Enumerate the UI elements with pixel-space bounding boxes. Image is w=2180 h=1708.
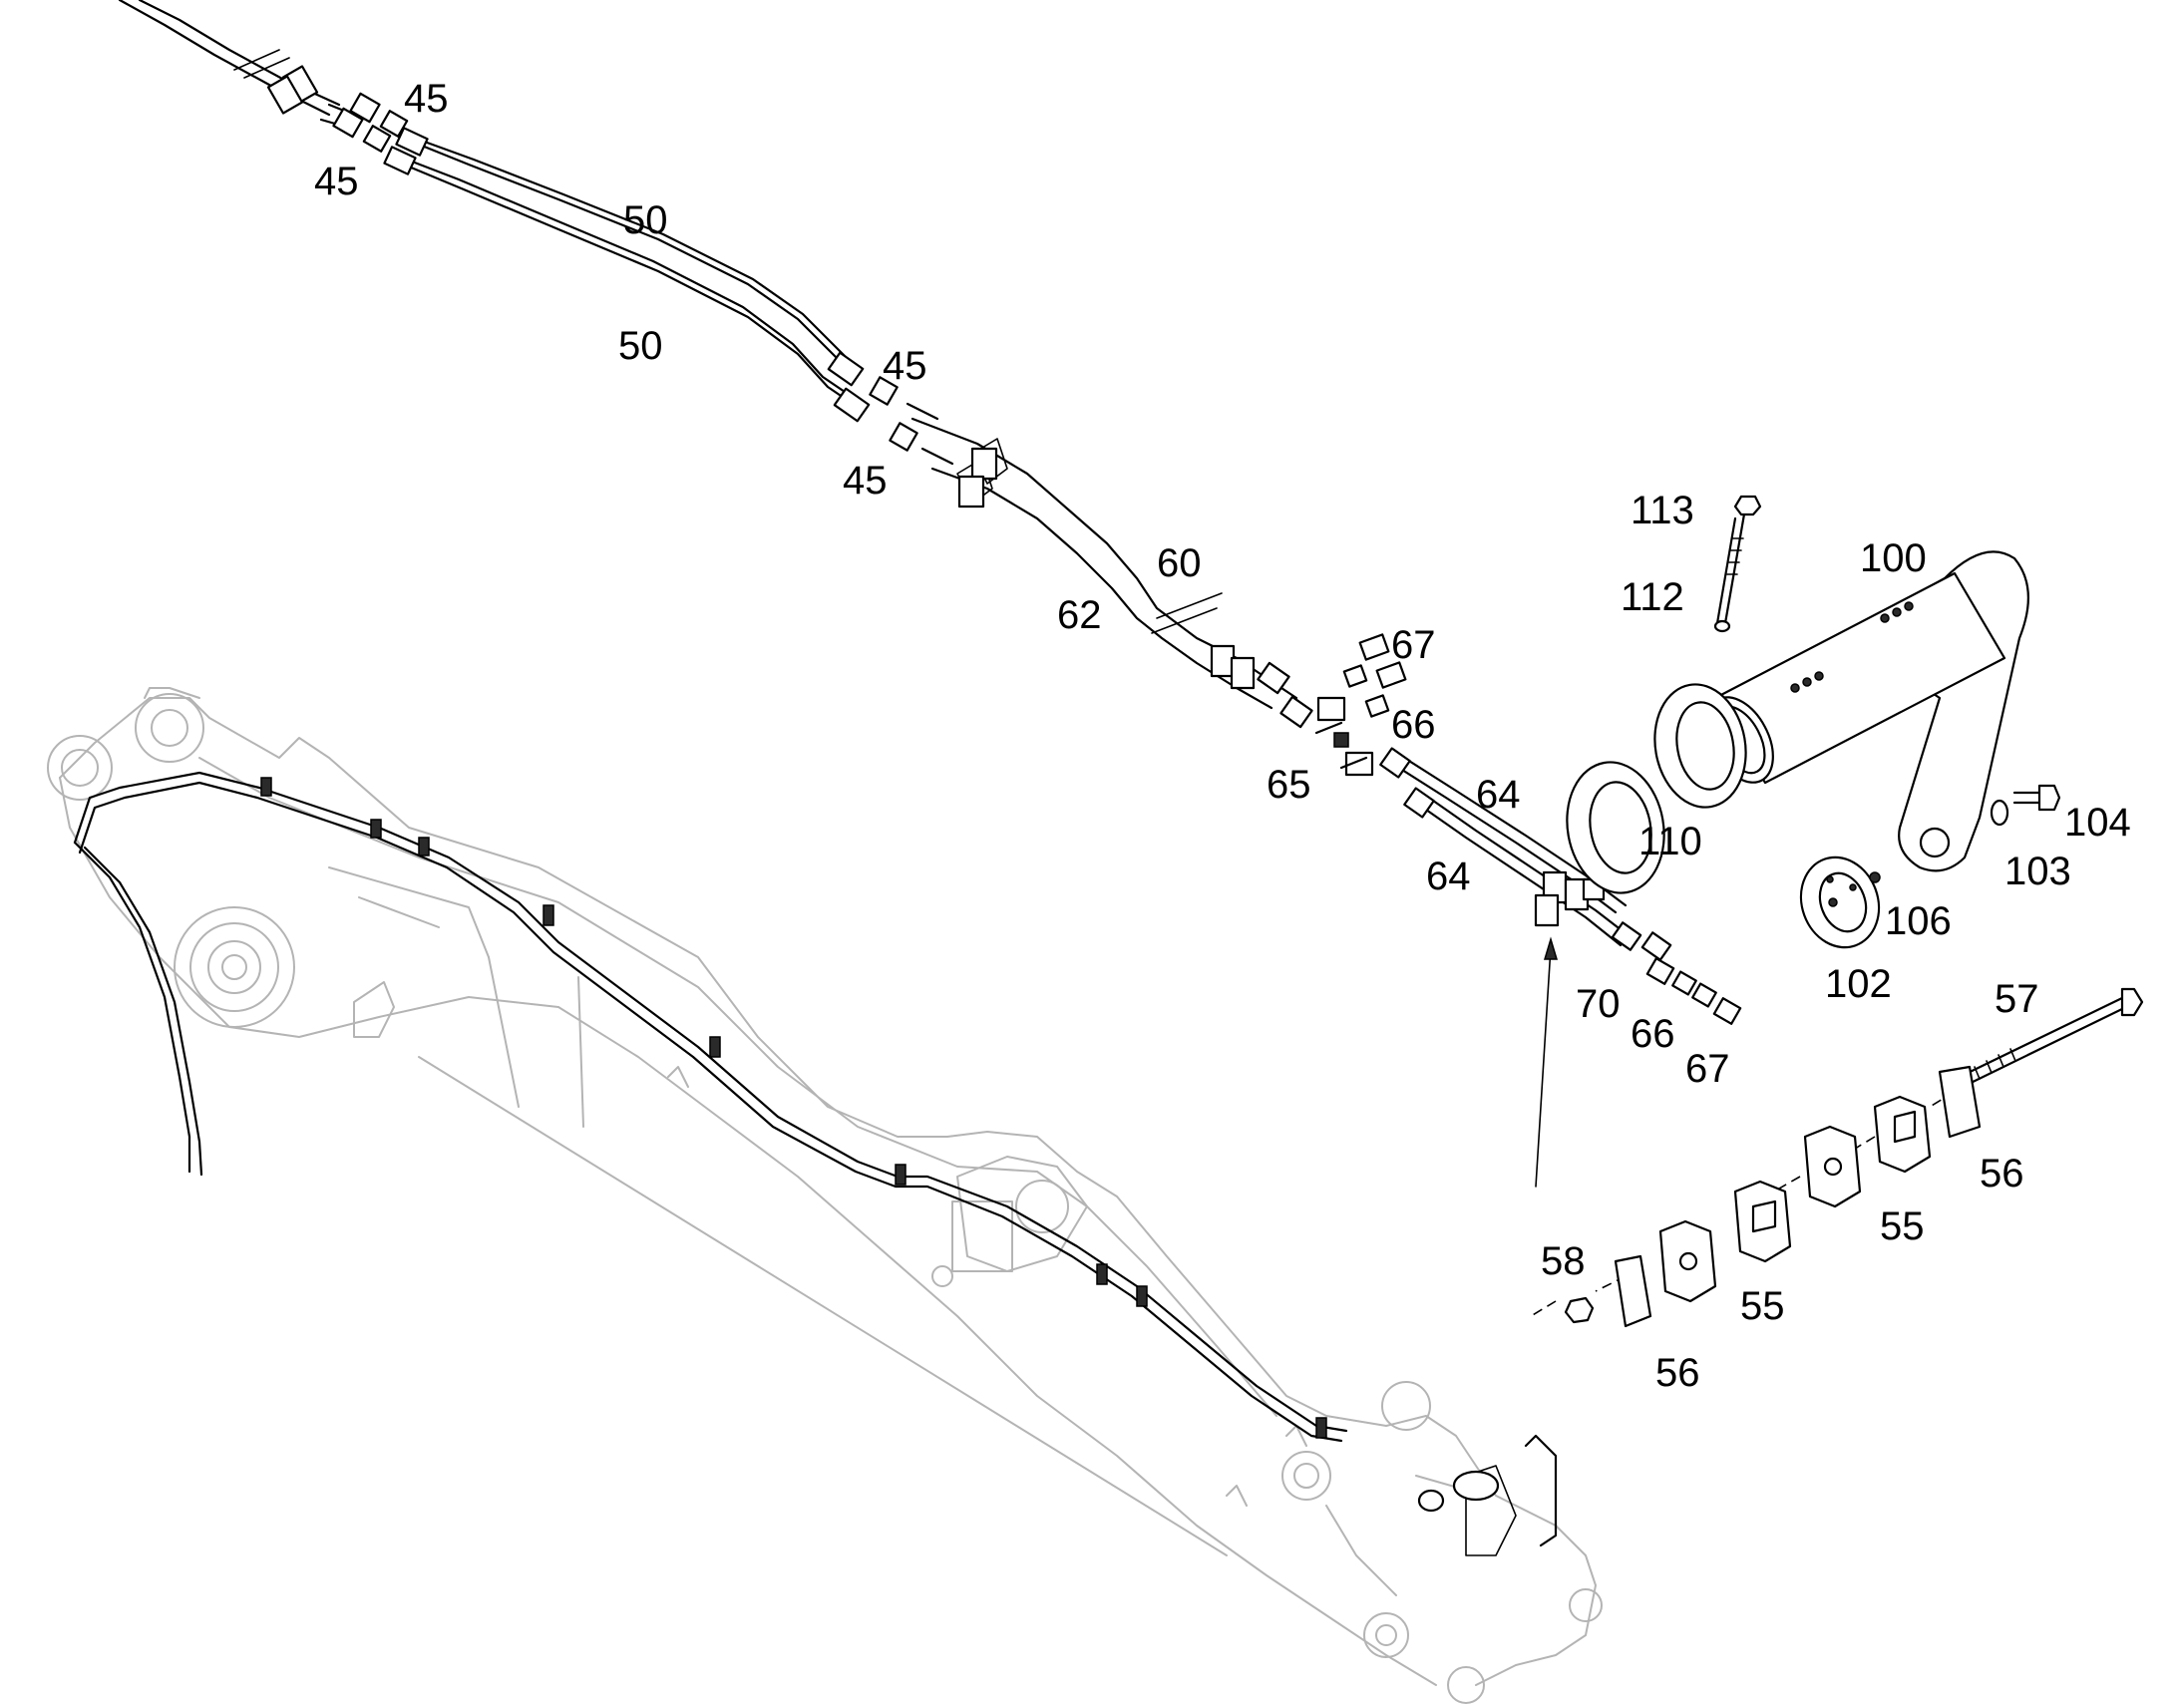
- callout-67: 67: [1391, 623, 1436, 667]
- callout-67: 67: [1685, 1047, 1730, 1091]
- callout-103: 103: [2004, 850, 2071, 893]
- callout-55: 55: [1740, 1284, 1785, 1328]
- callout-45: 45: [883, 344, 927, 388]
- callout-66: 66: [1631, 1012, 1675, 1056]
- callout-50: 50: [623, 198, 668, 242]
- callout-labels: 45 45 50 50 45 45 60 62 67 66 65 64 64 7…: [314, 77, 2131, 1395]
- callout-110: 110: [1638, 820, 1702, 863]
- callout-56: 56: [1655, 1351, 1700, 1395]
- callout-112: 112: [1621, 575, 1684, 619]
- callout-65: 65: [1267, 763, 1311, 807]
- fitting-group-65-67: [1314, 633, 1407, 777]
- callout-64: 64: [1476, 773, 1521, 817]
- boom-hose-run: [73, 771, 1348, 1443]
- callout-70: 70: [1576, 982, 1621, 1026]
- boom-arm-outline: [47, 687, 1603, 1704]
- callout-57: 57: [1995, 977, 2039, 1021]
- callout-100: 100: [1860, 536, 1927, 580]
- callout-106: 106: [1885, 899, 1952, 943]
- callout-45: 45: [404, 77, 449, 121]
- callout-58: 58: [1541, 1239, 1586, 1283]
- callout-56: 56: [1980, 1152, 2024, 1196]
- callout-64: 64: [1426, 854, 1471, 898]
- callout-66: 66: [1391, 703, 1436, 747]
- callout-45: 45: [314, 160, 359, 203]
- pin-assembly-100: [1566, 495, 2061, 949]
- callout-60: 60: [1157, 541, 1202, 585]
- callout-104: 104: [2064, 801, 2131, 845]
- callout-113: 113: [1631, 489, 1694, 532]
- callout-55: 55: [1880, 1204, 1925, 1248]
- tube-section-64: [1379, 747, 1742, 1188]
- boom-end-link-assembly: [1417, 1434, 1558, 1556]
- clamp-assembly-55-58: [1530, 987, 2144, 1328]
- tube-section-60-62: [910, 417, 1313, 729]
- top-hose-section: [118, 0, 954, 466]
- callout-50: 50: [618, 324, 663, 368]
- callout-62: 62: [1057, 593, 1102, 637]
- callout-45: 45: [843, 459, 888, 503]
- callout-102: 102: [1825, 962, 1892, 1006]
